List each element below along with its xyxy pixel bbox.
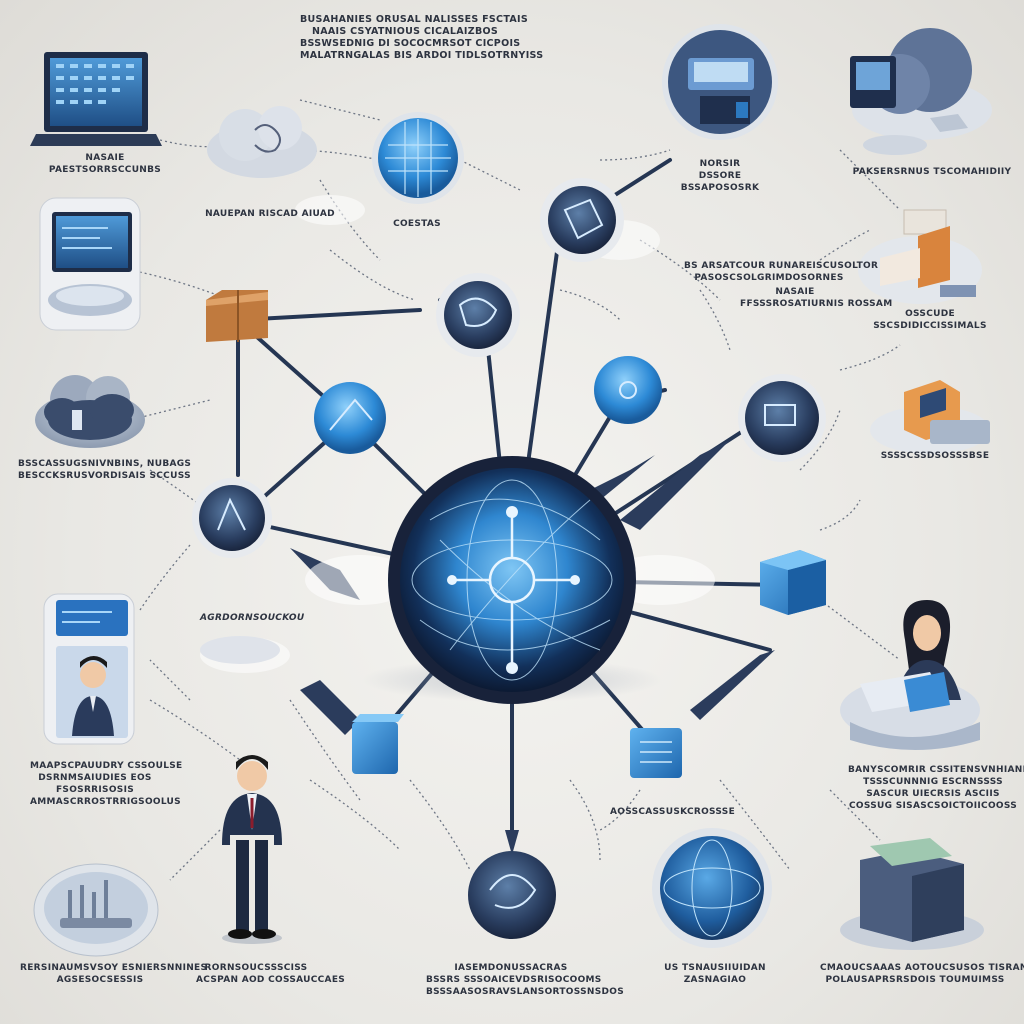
label-line: NORSIR xyxy=(699,159,741,169)
machine-bottom-left[interactable] xyxy=(33,863,159,957)
label-bottom-left: RERSINAUMSVSOY ESNIERSNNINES AGSESOCSESS… xyxy=(20,962,208,986)
label-globe-top: COESTAS xyxy=(372,218,462,230)
label-line: IASEMDONUSSACRAS xyxy=(454,963,568,973)
label-line: PAESTSORRSCCUNBS xyxy=(48,165,162,175)
label-line: SSSSCSSDSOSSSBSE xyxy=(880,451,990,461)
label-woman-right: BANYSCOMRIR CSSITENSVNHIANRIES TSSSCUNNN… xyxy=(848,764,1024,812)
mist-cluster xyxy=(200,636,280,664)
label-line: US TSNAUSIIUIDAN xyxy=(664,963,766,973)
header-line: BSSWSEDNIG DI SOCOCMRSOT CICPOIS xyxy=(300,38,521,49)
label-line: FFSSSROSATIURNIS ROSSAM xyxy=(740,299,893,309)
label-line: NAUEPAN RISCAD AIUAD xyxy=(205,209,335,219)
package-box-left[interactable] xyxy=(206,290,268,342)
cube-bottom-right[interactable] xyxy=(630,728,682,778)
label-line: BS ARSATCOUR RUNAREISCUSOLTOR xyxy=(684,261,879,271)
label-bottom-mid: IASEMDONUSSACRAS BSSRS SSSOAICEVDSRISOCO… xyxy=(426,962,625,998)
node-device-top[interactable] xyxy=(540,178,624,262)
label-line: NASAIE xyxy=(775,287,815,297)
cube-bottom-left[interactable] xyxy=(352,714,404,774)
label-center-left: AGRDORNSOUCKOU xyxy=(200,612,305,624)
label-line: SSCSDIDICCISSIMALS xyxy=(873,321,987,331)
label-person-left: MAAPSCPAUUDRY CSSOULSE DSRNMSAIUDIES EOS… xyxy=(30,760,183,808)
cube-right[interactable] xyxy=(760,550,826,615)
node-eye-right[interactable] xyxy=(594,356,662,424)
label-printer: NORSIR DSSORE BSSAPOSOSRK xyxy=(670,158,770,194)
label-line: OSSCUDE xyxy=(905,309,955,319)
label-line: BSSCASSUGSNIVNBINS, NUBAGS xyxy=(18,459,192,469)
central-hub-globe[interactable] xyxy=(362,456,662,704)
label-line: NASAIE xyxy=(85,153,125,163)
node-robot-right[interactable] xyxy=(738,374,826,462)
label-mid-right: BS ARSATCOUR RUNAREISCUSOLTOR PASOSCSOLG… xyxy=(684,260,879,284)
label-line: ZASNAGIAO xyxy=(683,975,747,985)
label-line: POLAUSAPRSRSDOIS TOUMUIMSS xyxy=(825,975,1005,985)
printer-device-top[interactable] xyxy=(662,24,778,140)
label-bottom-person: RORNSOUCSSSCISS ACSPAN AOD COSSAUCCAES xyxy=(196,962,346,986)
label-line: ACSPAN AOD COSSAUCCAES xyxy=(196,975,346,985)
label-line: FSOSRRISOSIS xyxy=(55,785,135,795)
label-line: RORNSOUCSSSCISS xyxy=(204,963,308,973)
label-cloud-left: BSSCASSUGSNIVNBINS, NUBAGS BESCCKSRUSVOR… xyxy=(18,458,192,482)
label-line: DSRNMSAIUDIES EOS xyxy=(38,773,152,783)
label-line: BESCCKSRUSVORDISAIS SCCUSS xyxy=(18,471,191,481)
header-line: NAAIS CSYATNIOUS CICALAIZBOS xyxy=(311,26,499,37)
label-line: MAAPSCPAUUDRY CSSOULSE xyxy=(30,761,183,771)
crate-bottom-right[interactable] xyxy=(840,838,984,950)
label-cloud-topright: PAKSERSRNUS TSCOMAHIDIIY xyxy=(852,166,1012,178)
node-globe-bottom[interactable] xyxy=(468,851,556,939)
header-line: MALATRNGALAS BIS ARDOI TIDLSOTRNYISS xyxy=(300,50,544,61)
cloud-left[interactable] xyxy=(35,375,145,448)
label-laptop: NASAIE PAESTSORRSCCUNBS xyxy=(40,152,170,176)
cloud-server-top-right[interactable] xyxy=(850,28,992,155)
label-cloud-top: NAUEPAN RISCAD AIUAD xyxy=(200,208,340,220)
label-line: BANYSCOMRIR CSSITENSVNHIANRIES xyxy=(848,765,1024,775)
desk-workstation-right[interactable] xyxy=(858,209,982,304)
label-line: AGRDORNSOUCKOU xyxy=(200,613,305,623)
label-line: AMMASCRROSTRRIGSOOLUS xyxy=(30,797,181,807)
label-line: SASCUR UIECRSIS ASCIIS xyxy=(866,789,1000,799)
monitor-card-left[interactable] xyxy=(39,197,141,331)
label-bottom-globe: US TSNAUSIIUIDAN ZASNAGIAO xyxy=(660,962,770,986)
woman-with-laptop[interactable] xyxy=(840,600,980,750)
node-globe-top[interactable] xyxy=(372,112,464,204)
label-line: PAKSERSRNUS TSCOMAHIDIIY xyxy=(852,167,1012,177)
label-line: COESTAS xyxy=(393,219,441,229)
node-chart-left[interactable] xyxy=(314,382,386,454)
label-line: BSSAPOSOSRK xyxy=(680,183,760,193)
label-line: DSSORE xyxy=(698,171,742,181)
person-card-left[interactable] xyxy=(43,593,135,745)
laptop-illustration[interactable] xyxy=(30,52,162,146)
node-globe-bottom-right[interactable] xyxy=(652,828,772,948)
label-line: AGSESOCSESSIS xyxy=(56,975,144,985)
label-line: TSSSCUNNNIG ESCRNSSSS xyxy=(863,777,1003,787)
businessman-figure[interactable] xyxy=(222,755,282,944)
cloud-top-left[interactable] xyxy=(207,106,317,178)
connector-wires xyxy=(129,99,901,881)
label-line: PASOSCSOLGRIMDOSORNES xyxy=(694,273,844,283)
label-line: AOSSCASSUSKCROSSSE xyxy=(610,807,736,817)
label-line: BSSRS SSSOAICEVDSRISOCOOMS xyxy=(426,975,602,985)
branch-wedges xyxy=(290,440,775,855)
header-line: BUSAHANIES ORUSAL NALISSES FSCTAIS xyxy=(300,14,528,25)
label-line: BSSSAASOSRAVSLANSORTOSSNSDOS xyxy=(426,987,625,997)
storage-box-right[interactable] xyxy=(870,380,990,454)
node-gear-upper[interactable] xyxy=(436,273,520,357)
label-desk-right: OSSCUDE SSCSDIDICCISSIMALS xyxy=(870,308,990,332)
label-box-right: SSSSCSSDSOSSSBSE xyxy=(880,450,990,462)
label-bottom-center-small: AOSSCASSUSKCROSSSE xyxy=(610,806,736,818)
label-bottom-right: CMAOUCSAAAS AOTOUCSUSOS TISRANSOS POLAUS… xyxy=(820,962,1024,986)
label-line: COSSUG SISASCSOICTOIICOOSS xyxy=(848,801,1017,811)
node-hand-left[interactable] xyxy=(192,478,272,558)
label-mid-right-2: NASAIE FFSSSROSATIURNIS ROSSAM xyxy=(740,286,893,310)
header-text: BUSAHANIES ORUSAL NALISSES FSCTAIS NAAIS… xyxy=(300,14,544,62)
label-line: RERSINAUMSVSOY ESNIERSNNINES xyxy=(20,963,208,973)
label-line: CMAOUCSAAAS AOTOUCSUSOS TISRANSOS xyxy=(820,963,1024,973)
